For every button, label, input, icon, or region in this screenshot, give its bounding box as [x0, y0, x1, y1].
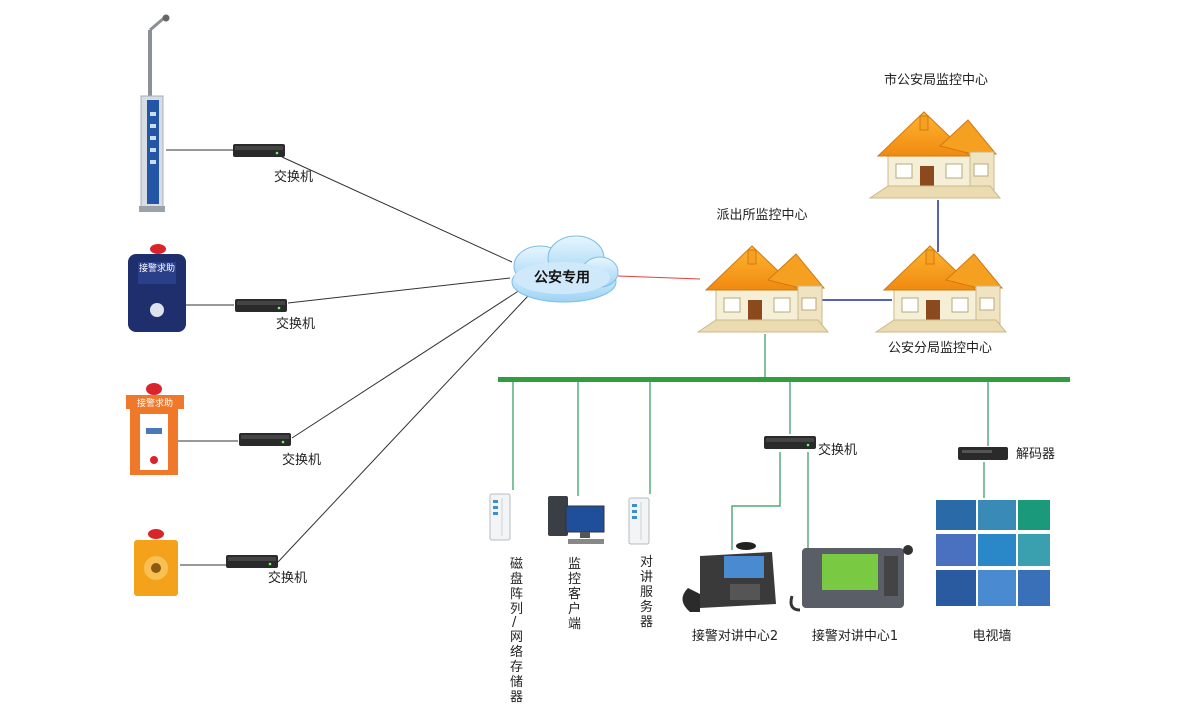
console-center-label: 接警对讲中心1: [812, 628, 898, 644]
kiosk-text: 接警求助: [137, 397, 173, 409]
booth-help-terminal: 接警求助: [126, 383, 184, 475]
label-char: 网: [510, 630, 523, 645]
decoder-icon: [958, 447, 1008, 460]
switch-label: 交换机: [282, 452, 321, 468]
switch-icon: [239, 433, 291, 446]
label-char: 服: [640, 585, 653, 600]
smart-pole-terminal: [139, 14, 170, 212]
label-char: 列: [510, 602, 523, 617]
disk-array-label: 磁 盘 阵 列 / 网 络 存 储 器: [510, 557, 523, 705]
label-char: 端: [568, 617, 581, 632]
label-char: 存: [510, 660, 523, 675]
ip-phone-icon: [682, 542, 776, 612]
intercom-server-label: 对 讲 服 务 器: [640, 555, 653, 630]
switch-label: 交换机: [276, 316, 315, 332]
label-char: 户: [568, 601, 581, 617]
label-char: 储: [510, 675, 523, 690]
police-network-cloud: 公安专用: [511, 235, 619, 303]
switch-label: 交换机: [818, 442, 857, 458]
monitor-client-icon: [548, 496, 605, 544]
monitor-client-label: 监 控 客 户 端: [568, 557, 581, 632]
switch-icon: [233, 144, 285, 157]
wall-help-terminal: 接警求助: [128, 244, 186, 332]
label-char: 阵: [510, 587, 523, 602]
station-center-house-icon: [697, 245, 829, 333]
switch-label: 交换机: [274, 169, 313, 185]
label-char: 器: [640, 615, 653, 630]
switch-icon: [226, 555, 278, 568]
intercom-console-icon: [789, 545, 913, 612]
label-char: 控: [568, 572, 581, 587]
tv-wall-icon: [936, 500, 1050, 606]
cloud-label: 公安专用: [534, 269, 590, 286]
label-char: /: [512, 615, 517, 630]
network-bus: [498, 377, 1070, 382]
label-char: 磁: [510, 557, 523, 572]
phone-center-label: 接警对讲中心2: [692, 628, 778, 644]
city-center-label: 市公安局监控中心: [884, 72, 988, 88]
branch-center-label: 公安分局监控中心: [888, 341, 992, 356]
station-center-label: 派出所监控中心: [716, 208, 807, 223]
label-char: 器: [510, 690, 523, 705]
city-center-house-icon: [869, 111, 1001, 199]
label-char: 络: [510, 644, 523, 660]
kiosk-text: 接警求助: [139, 262, 175, 274]
decoder-label: 解码器: [1016, 447, 1055, 462]
branch-center-house-icon: [875, 245, 1007, 333]
connection-lines: [166, 149, 989, 566]
label-char: 讲: [640, 570, 653, 585]
label-char: 盘: [510, 571, 523, 587]
label-char: 监: [568, 557, 581, 572]
label-char: 务: [640, 599, 653, 615]
intercom-server-icon: [628, 497, 650, 545]
label-char: 客: [568, 586, 581, 602]
label-char: 对: [640, 555, 653, 570]
switch-label: 交换机: [268, 570, 307, 586]
tv-wall-label: 电视墙: [972, 629, 1011, 644]
box-help-terminal: [134, 529, 178, 596]
switch-icon: [764, 436, 816, 449]
disk-array-icon: [489, 493, 511, 541]
switch-icon: [235, 299, 287, 312]
